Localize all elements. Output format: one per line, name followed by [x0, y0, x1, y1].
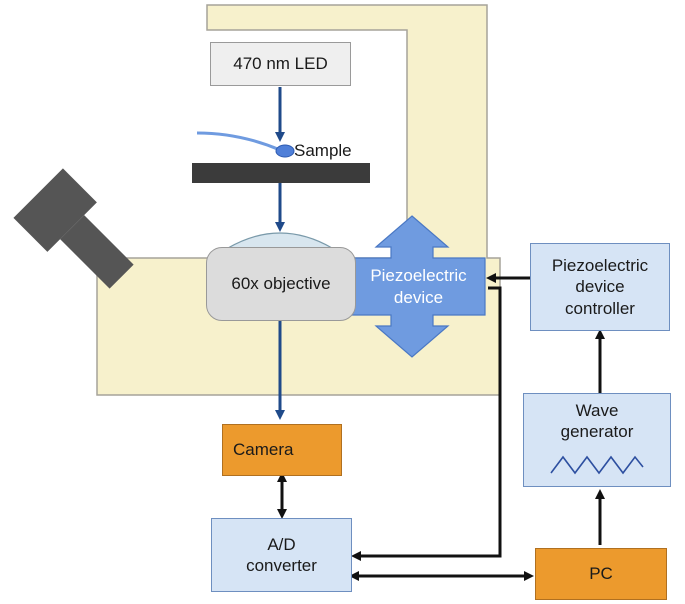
piezo-device-label: Piezoelectric device — [352, 258, 485, 315]
piezo-device-shape — [351, 215, 486, 358]
wave-label-line2: generator — [560, 422, 634, 442]
piezo-to-ad-arrow — [351, 286, 502, 561]
piezo-label-line1: Piezoelectric — [370, 266, 467, 286]
objective-lens — [225, 232, 335, 249]
controller-label-line1: Piezoelectric — [551, 256, 649, 276]
sample-stage — [192, 163, 370, 183]
ad-label-line1: A/D — [267, 534, 296, 554]
ad-converter-box: A/D converter — [211, 518, 352, 592]
sawtooth-wave-icon — [550, 455, 644, 474]
sample-fiber — [196, 131, 281, 152]
piezo-label-line2: device — [393, 287, 444, 307]
objective-box: 60x objective — [206, 247, 356, 321]
objective-label: 60x objective — [231, 274, 331, 294]
wave-label-line1: Wave — [575, 401, 619, 420]
led-label: 470 nm LED — [233, 54, 328, 74]
controller-label-line3: controller — [565, 298, 635, 318]
camera-box: Camera — [222, 424, 342, 476]
piezo-controller-box: Piezoelectric device controller — [530, 243, 670, 331]
pc-label: PC — [589, 564, 613, 584]
eyepiece-icon — [13, 168, 134, 289]
camera-label: Camera — [233, 440, 294, 460]
led-box: 470 nm LED — [210, 42, 351, 86]
ad-label-line2: converter — [246, 556, 317, 575]
controller-label-line2: device — [575, 277, 625, 297]
sample-dot — [275, 144, 295, 158]
sample-label: Sample — [294, 141, 352, 160]
wave-generator-box: Wave generator — [523, 393, 671, 487]
pc-box: PC — [535, 548, 667, 600]
